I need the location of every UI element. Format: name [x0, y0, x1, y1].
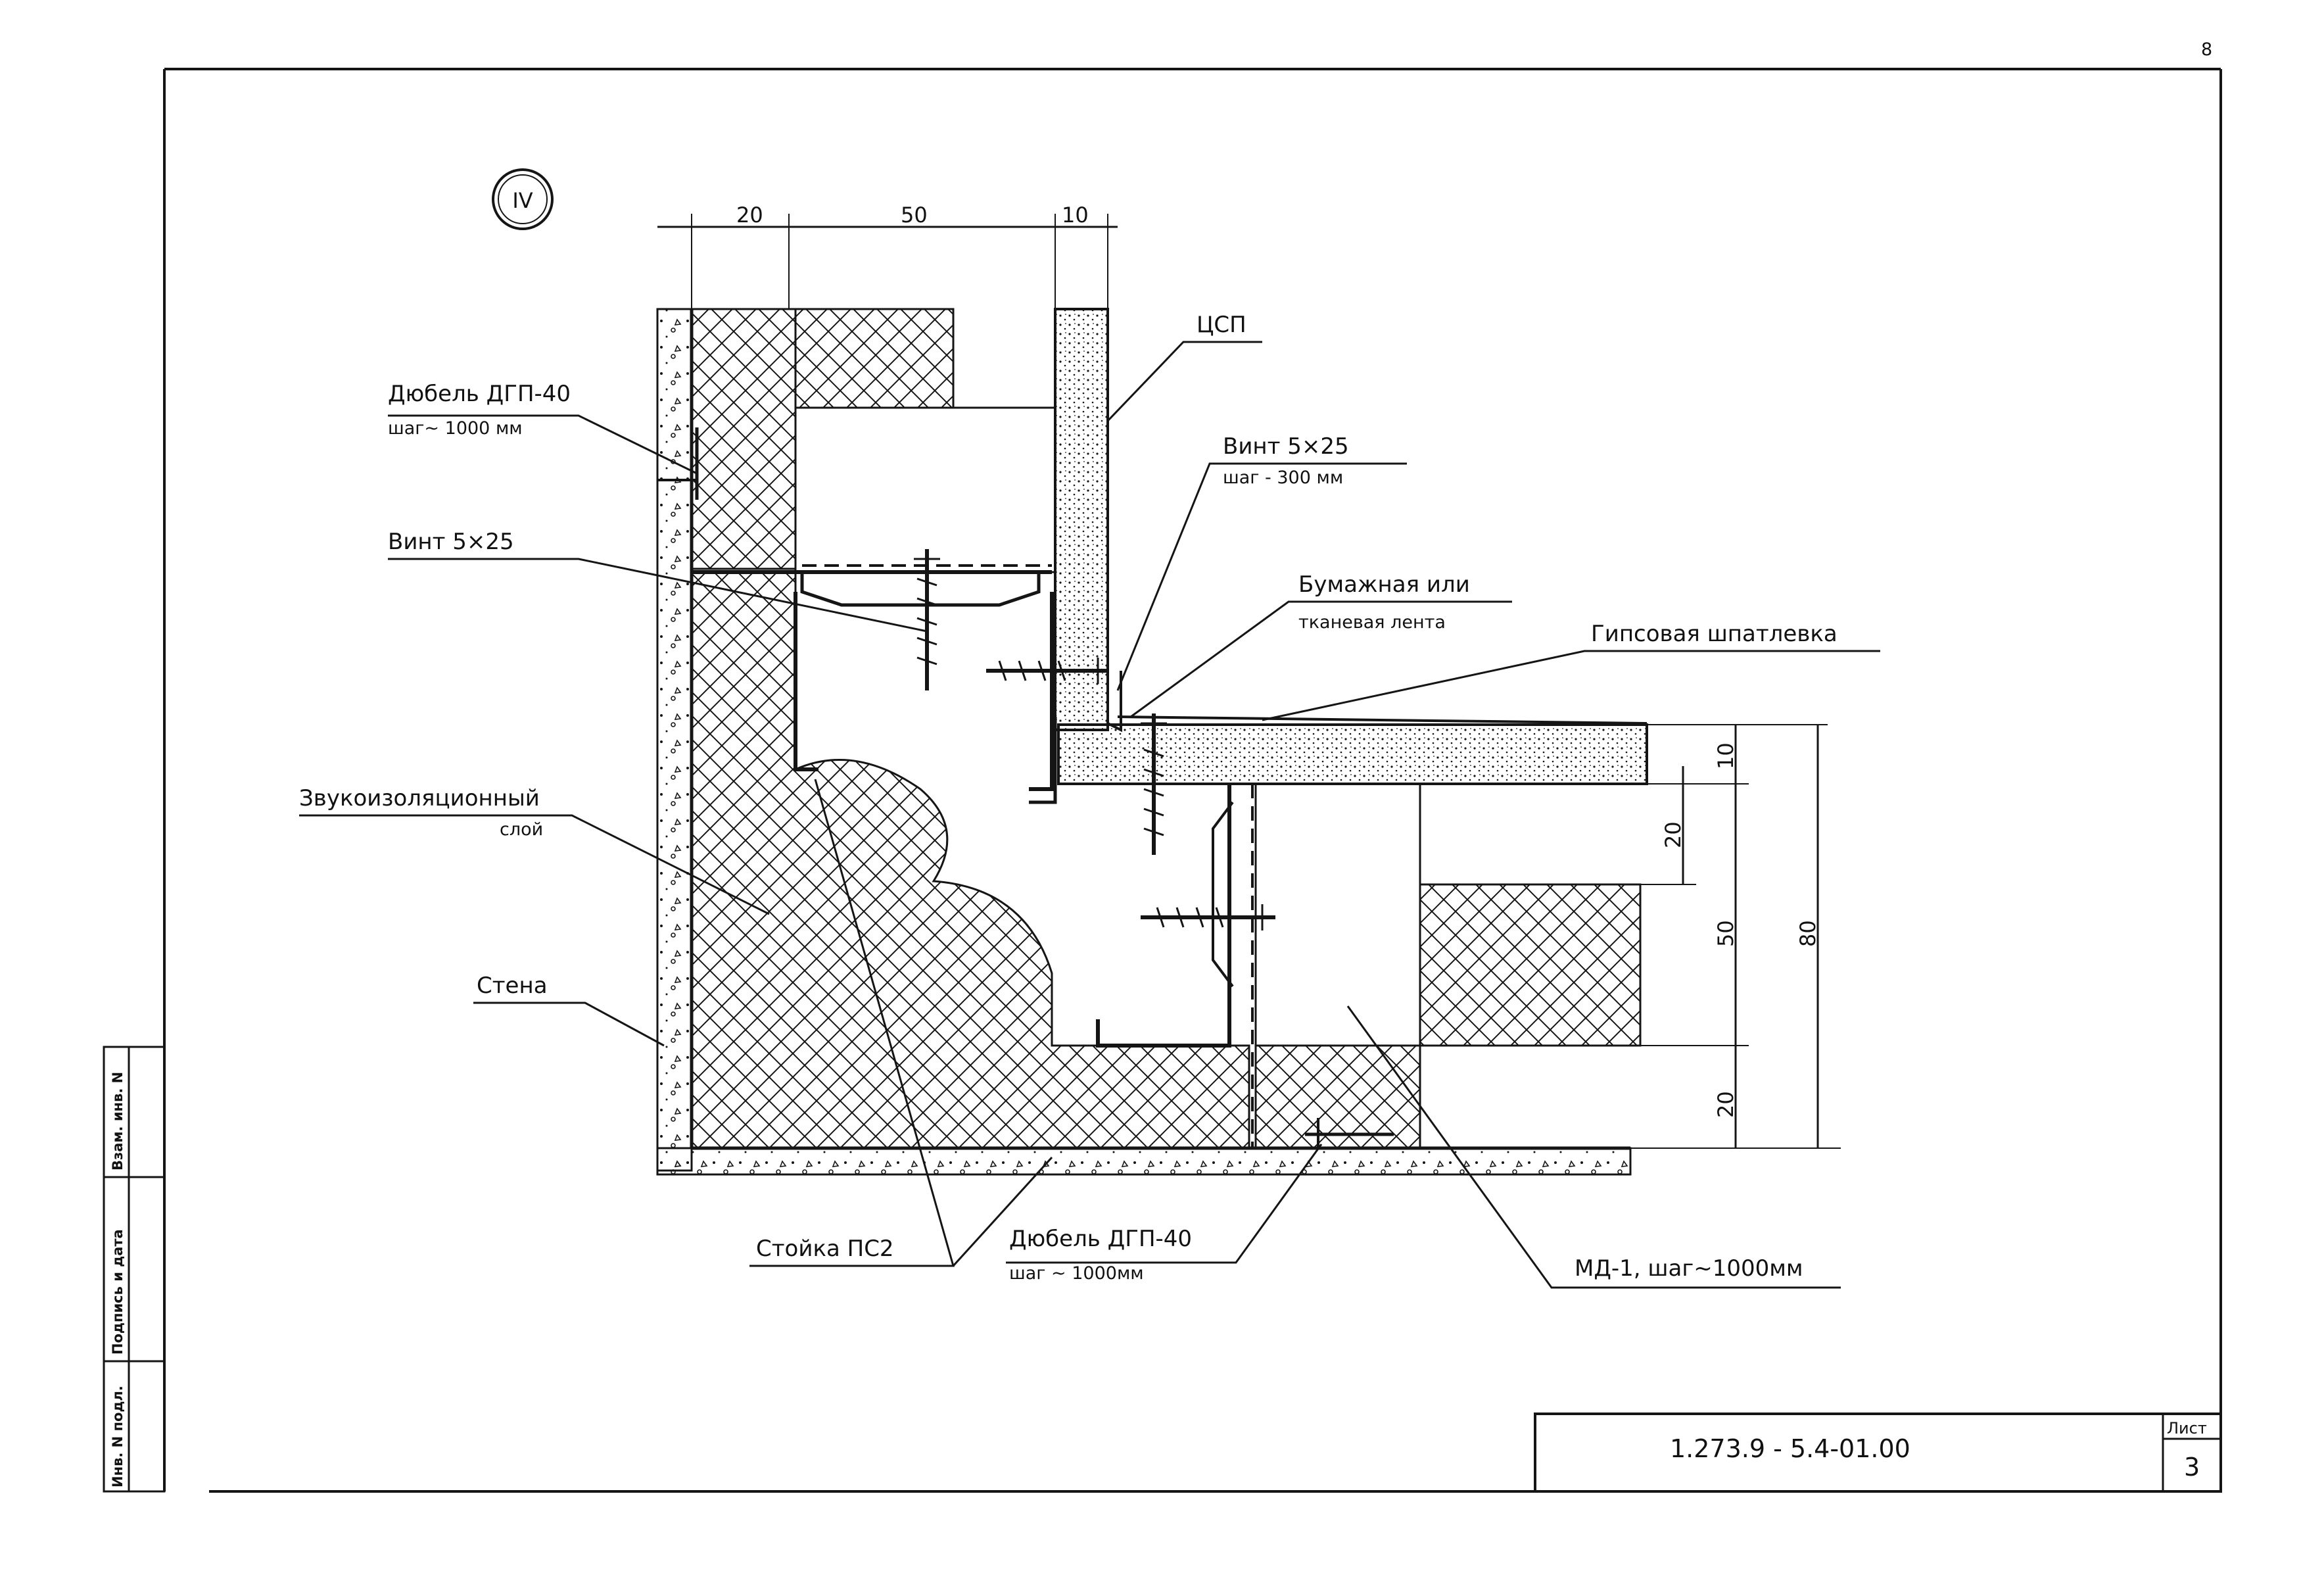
- dim-right-10: 10: [1713, 742, 1738, 769]
- drawing-code: 1.273.9 - 5.4-01.00: [1670, 1434, 1910, 1463]
- screw-1: [914, 549, 940, 690]
- label-dowel-top: Дюбель ДГП-40: [388, 381, 571, 407]
- dim-right-50: 50: [1713, 920, 1738, 947]
- label-screw-right: Винт 5×25: [1223, 433, 1349, 460]
- label-tape-2: тканевая лента: [1298, 612, 1446, 633]
- dim-right-20a: 20: [1661, 821, 1686, 848]
- leader-lines: [299, 341, 1880, 1289]
- side-stamp: Инв. N подл. Подпись и дата Взам. инв. N: [103, 1046, 166, 1493]
- dim-right-20b: 20: [1713, 1091, 1738, 1118]
- label-dowel-bottom: Дюбель ДГП-40: [1009, 1226, 1192, 1252]
- callout-labels: Дюбель ДГП-40 шаг~ 1000 мм Винт 5×25 Зву…: [299, 312, 1838, 1284]
- label-putty: Гипсовая шпатлевка: [1591, 621, 1838, 647]
- detail-marker: IV: [492, 168, 554, 230]
- dowel-bottom-mark: [1305, 1118, 1394, 1148]
- side-stamp-inv: Инв. N подл.: [110, 1386, 126, 1487]
- insulation-layer: [690, 308, 1642, 1149]
- screw-2: [986, 658, 1108, 684]
- stud-profiles: [692, 564, 1254, 1148]
- screw-3: [1141, 713, 1167, 855]
- label-md: МД-1, шаг~1000мм: [1575, 1255, 1803, 1282]
- label-dowel-top-step: шаг~ 1000 мм: [388, 418, 523, 439]
- tape-line: [1117, 715, 1648, 725]
- label-tape: Бумажная или: [1298, 571, 1470, 598]
- screw-4: [1141, 904, 1275, 930]
- svg-text:IV: IV: [512, 188, 533, 213]
- label-dowel-bottom-step: шаг ~ 1000мм: [1009, 1263, 1144, 1284]
- dim-top-50: 50: [901, 203, 928, 228]
- label-tsp: ЦСП: [1197, 312, 1246, 338]
- dim-right-80: 80: [1795, 920, 1820, 947]
- side-stamp-replace: Взам. инв. N: [110, 1072, 126, 1171]
- side-stamp-sign: Подпись и дата: [110, 1229, 126, 1355]
- gypsum-board: [1057, 723, 1648, 785]
- tsp-board: [1054, 308, 1109, 731]
- dowel-top-mark: [657, 427, 699, 500]
- label-screw-left: Винт 5×25: [388, 529, 514, 555]
- dimension-right: 10 20 50 20 80: [1420, 724, 1841, 1149]
- label-wall: Стена: [477, 973, 548, 999]
- label-insulation: Звукоизоляционный: [299, 785, 540, 811]
- title-block: 1.273.9 - 5.4-01.00 Лист 3: [1534, 1413, 2222, 1493]
- corner-mark: 8: [2201, 39, 2212, 60]
- dim-top-20: 20: [736, 203, 763, 228]
- label-insulation-2: слой: [500, 819, 543, 840]
- sheet-label: Лист: [2167, 1419, 2207, 1437]
- label-stud: Стойка ПС2: [756, 1236, 894, 1262]
- dim-top-10: 10: [1062, 203, 1089, 228]
- dimension-top: 20 50 10: [657, 203, 1118, 309]
- sheet-number: 3: [2184, 1453, 2200, 1482]
- label-screw-right-step: шаг - 300 мм: [1223, 468, 1343, 488]
